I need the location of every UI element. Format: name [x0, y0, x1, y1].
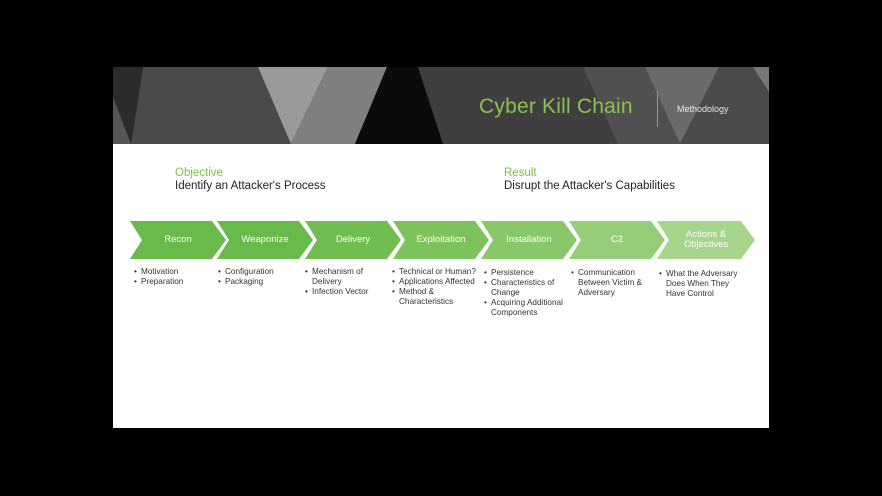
- stage-delivery-label: Delivery: [335, 234, 371, 245]
- header-banner: Cyber Kill Chain Methodology: [113, 67, 769, 144]
- list-item: Method & Characteristics: [392, 287, 459, 307]
- list-item: Characteristics of Change: [484, 278, 566, 298]
- stage-recon-label: Recon: [164, 234, 192, 245]
- list-item: Infection Vector: [305, 287, 383, 297]
- stage-weaponize-shape: [217, 221, 313, 259]
- objective-label: Objective: [175, 167, 223, 179]
- banner-background: [113, 67, 769, 144]
- stage-delivery-shape: [305, 221, 401, 259]
- stage-c2-label: C2: [610, 234, 624, 245]
- stage-c2-shape: [569, 221, 665, 259]
- stage-weaponize-label: Weaponize: [241, 234, 289, 245]
- list-item: Motivation: [134, 267, 214, 277]
- stage-delivery-bullets: Mechanism of Delivery Infection Vector: [305, 267, 383, 297]
- stage-exploitation-shape: [393, 221, 489, 259]
- stage-recon-shape: [130, 221, 226, 259]
- stage-installation-shape: [481, 221, 577, 259]
- stage-actions-objectives-label: Actions & Objectives: [683, 229, 729, 250]
- result-text: Disrupt the Attacker's Capabilities: [504, 180, 675, 192]
- stage-installation-label: Installation: [506, 234, 552, 245]
- objective-block: Objective Identify an Attacker's Process: [175, 167, 326, 193]
- list-item: Acquiring Additional Components: [484, 298, 566, 318]
- slide: Cyber Kill Chain Methodology Objective I…: [113, 67, 769, 428]
- stage-exploitation-bullets: Technical or Human? Applications Affecte…: [392, 267, 482, 307]
- page-title: Cyber Kill Chain: [479, 95, 633, 118]
- list-item: Preparation: [134, 277, 214, 287]
- list-item: Technical or Human?: [392, 267, 482, 277]
- list-item: Packaging: [218, 277, 298, 287]
- list-item: Persistence: [484, 268, 566, 278]
- list-item: Communication Between Victim & Adversary: [571, 268, 649, 298]
- stage-weaponize-bullets: Configuration Packaging: [218, 267, 298, 287]
- list-item: Applications Affected: [392, 277, 482, 287]
- result-label: Result: [504, 167, 537, 179]
- stage-recon-bullets: Motivation Preparation: [134, 267, 214, 287]
- page-subtitle: Methodology: [677, 104, 729, 114]
- stage-exploitation-label: Exploitation: [416, 234, 466, 245]
- list-item: Mechanism of Delivery: [305, 267, 383, 287]
- stage-c2-bullets: Communication Between Victim & Adversary: [571, 268, 649, 298]
- stage-installation-bullets: Persistence Characteristics of Change Ac…: [484, 268, 566, 318]
- list-item: What the Adversary Does When They Have C…: [659, 269, 749, 299]
- stage-actions-objectives-shape: [657, 221, 755, 259]
- objective-text: Identify an Attacker's Process: [175, 180, 326, 192]
- list-item: Configuration: [218, 267, 298, 277]
- stage-actions-objectives-bullets: What the Adversary Does When They Have C…: [659, 269, 749, 299]
- header-divider: [657, 91, 658, 127]
- result-block: Result Disrupt the Attacker's Capabiliti…: [504, 167, 675, 193]
